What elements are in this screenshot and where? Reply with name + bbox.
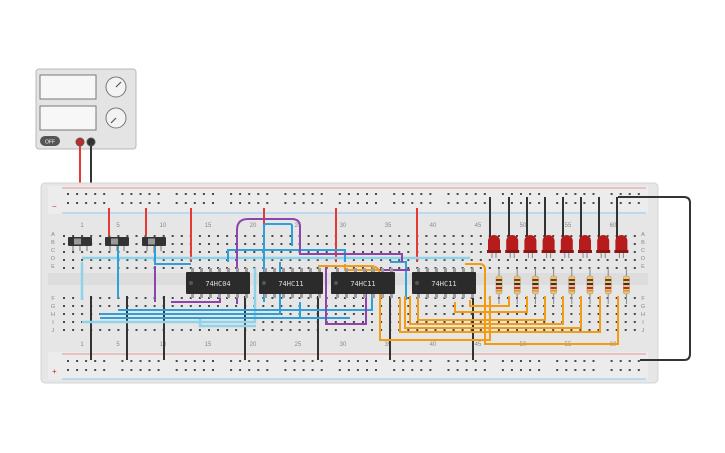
slide-switch-3[interactable] — [142, 237, 166, 251]
power-supply[interactable]: OFF — [35, 68, 137, 150]
column-number: 35 — [385, 223, 392, 229]
voltage-display — [39, 74, 97, 100]
resistor[interactable] — [495, 268, 503, 304]
ic-chip-2[interactable]: 74HC11 — [259, 272, 323, 294]
slide-switch-2[interactable] — [105, 237, 129, 251]
row-letter: F — [641, 296, 645, 302]
row-letter: B — [51, 240, 55, 246]
led[interactable] — [596, 235, 611, 258]
resistor[interactable] — [550, 268, 557, 304]
row-letter: J — [52, 328, 55, 334]
row-letter: E — [641, 264, 645, 270]
led[interactable] — [578, 235, 592, 258]
column-number: 40 — [430, 342, 437, 348]
led[interactable] — [487, 235, 501, 258]
column-number: 20 — [250, 223, 257, 229]
led[interactable] — [614, 235, 629, 258]
light-blue-wires[interactable] — [80, 256, 470, 328]
column-number: 15 — [205, 342, 212, 348]
led[interactable] — [505, 235, 520, 258]
rail-minus-sign: − — [52, 202, 57, 211]
column-number: 30 — [340, 223, 347, 229]
ic-label: 74HC11 — [278, 280, 303, 288]
column-number: 55 — [565, 223, 572, 229]
column-number: 20 — [250, 342, 257, 348]
power-button[interactable] — [40, 136, 60, 146]
led[interactable] — [541, 235, 556, 258]
ic-pins — [191, 268, 474, 298]
switch-lever[interactable] — [74, 238, 81, 245]
row-letter: C — [641, 248, 645, 254]
bottom-power-rail — [48, 352, 648, 380]
row-letter: I — [642, 320, 644, 326]
column-number: 50 — [520, 223, 527, 229]
column-numbers-top: 1 5 10 15 20 25 30 35 40 45 50 55 60 — [80, 223, 617, 229]
ic-label: 74HC11 — [431, 280, 456, 288]
switch-lever[interactable] — [148, 238, 155, 245]
top-power-rail — [48, 186, 648, 214]
resistor[interactable] — [604, 268, 612, 304]
column-number: 10 — [160, 223, 167, 229]
resistor[interactable] — [532, 268, 539, 304]
column-number: 5 — [116, 342, 120, 348]
led[interactable] — [523, 235, 538, 258]
slide-switch-1[interactable] — [68, 237, 92, 251]
row-letter: F — [51, 296, 55, 302]
column-number: 45 — [475, 342, 482, 348]
column-number: 60 — [610, 223, 617, 229]
current-display — [39, 105, 97, 131]
row-letter: E — [51, 264, 55, 270]
column-number: 1 — [80, 223, 84, 229]
column-number: 1 — [80, 342, 84, 348]
row-letter: D — [641, 256, 645, 262]
resistor[interactable] — [586, 268, 594, 304]
led[interactable] — [559, 235, 574, 258]
row-letter: A — [641, 232, 645, 238]
power-button-label: OFF — [45, 140, 55, 146]
column-number: 40 — [430, 223, 437, 229]
row-letter: A — [51, 232, 55, 238]
resistor[interactable] — [623, 268, 630, 304]
switch-lever[interactable] — [111, 238, 118, 245]
ic-label: 74HC04 — [205, 280, 230, 288]
ic-chip-1[interactable]: 74HC04 — [186, 272, 250, 294]
row-letter: D — [51, 256, 55, 262]
row-letter: G — [641, 304, 645, 310]
column-number: 5 — [116, 223, 120, 229]
column-number: 25 — [295, 223, 302, 229]
column-number: 35 — [385, 342, 392, 348]
row-letter: C — [51, 248, 55, 254]
led-array[interactable] — [487, 235, 629, 258]
row-letters-right: A B C D E F G H I J — [641, 232, 645, 334]
column-number: 30 — [340, 342, 347, 348]
ic-label: 74HC11 — [350, 280, 375, 288]
column-number: 25 — [295, 342, 302, 348]
column-number: 45 — [475, 223, 482, 229]
ic-chip-4[interactable]: 74HC11 — [412, 272, 476, 294]
positive-terminal[interactable] — [75, 137, 85, 147]
resistor[interactable] — [568, 268, 576, 304]
wire-black-return[interactable] — [618, 196, 691, 361]
row-letter: B — [641, 240, 645, 246]
ic-chip-3[interactable]: 74HC11 — [331, 272, 395, 294]
row-letter: G — [51, 304, 55, 310]
negative-terminal[interactable] — [86, 137, 96, 147]
led-ground-wires[interactable] — [489, 197, 618, 240]
resistor[interactable] — [513, 268, 521, 304]
slide-switches[interactable] — [68, 237, 166, 251]
column-number: 15 — [205, 223, 212, 229]
row-letter: H — [51, 312, 55, 318]
purple-wires[interactable] — [154, 218, 410, 325]
rail-plus-sign: + — [52, 367, 57, 376]
resistor-array[interactable] — [495, 268, 630, 304]
row-letter: J — [642, 328, 645, 334]
row-letter: I — [52, 320, 54, 326]
row-letters-left: A B C D E F G H I J — [51, 232, 55, 334]
orange-wires[interactable] — [318, 263, 619, 345]
row-letter: H — [641, 312, 645, 318]
